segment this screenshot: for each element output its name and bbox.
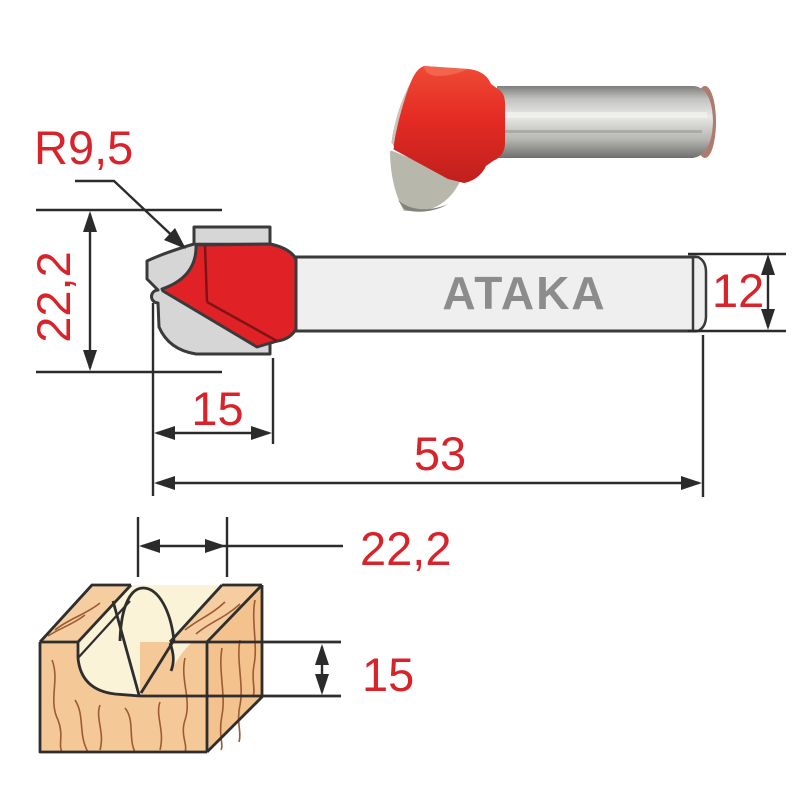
wood-profile-illustration — [38, 583, 341, 754]
drawing-shank-end — [691, 255, 708, 333]
product-photo — [386, 66, 716, 212]
brand-text: ATAKA — [442, 267, 607, 319]
dim-label-groove-width: 22,2 — [360, 522, 452, 575]
drawing-cutter-red — [160, 242, 298, 349]
bit-technical-drawing — [145, 225, 708, 356]
dim-label-groove-depth: 15 — [362, 648, 415, 701]
wood-cut-surface — [78, 585, 222, 696]
photo-tip-notch — [386, 143, 394, 151]
photo-shank — [497, 86, 713, 158]
drawing-cutter-edges — [203, 245, 278, 343]
dim-label-total-length: 53 — [413, 427, 467, 480]
photo-cutter-steel — [390, 150, 461, 211]
dim-label-head-height: 22,2 — [27, 251, 80, 343]
wood-grain-lines — [47, 599, 257, 753]
drawing-shank — [293, 255, 697, 333]
photo-bit-head — [391, 66, 505, 183]
dim-label-radius: R9,5 — [34, 121, 134, 174]
wood-outlines — [38, 583, 341, 754]
dimension-arrowheads — [83, 211, 775, 695]
dim-label-cut-length: 15 — [191, 382, 244, 435]
dim-label-shank-diameter: 12 — [712, 264, 765, 317]
